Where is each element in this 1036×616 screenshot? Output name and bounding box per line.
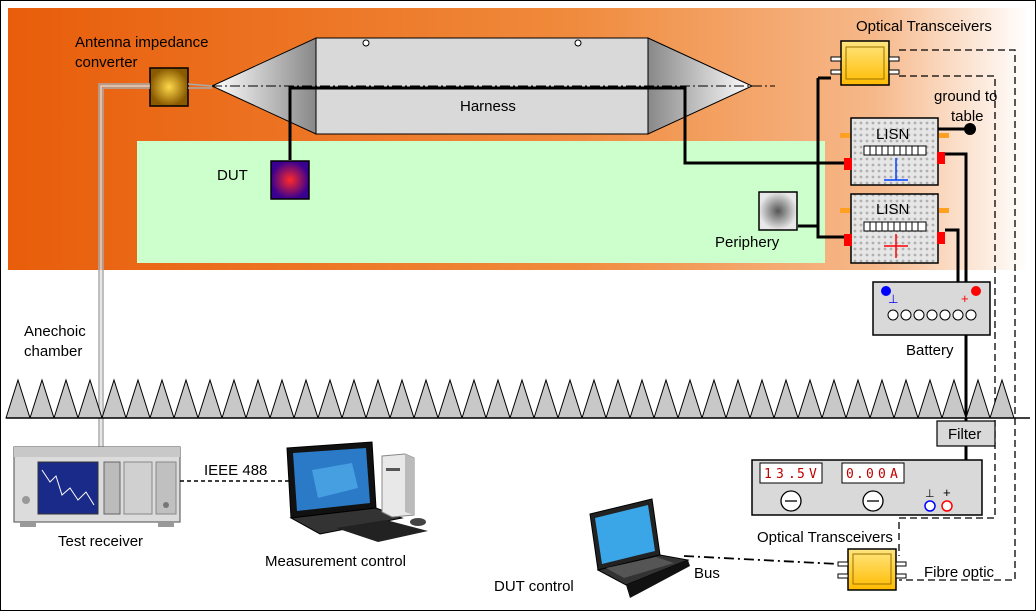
bus-label: Bus <box>694 565 720 582</box>
measurement-control-label: Measurement control <box>265 553 406 570</box>
periphery-label: Periphery <box>715 234 780 251</box>
lisn-2-label: LISN <box>876 201 909 218</box>
anechoic-label-1: Anechoic <box>24 323 86 340</box>
lisn1-battery-cable <box>945 152 968 283</box>
battery-plus: + <box>961 291 969 306</box>
harness-cable <box>288 86 845 165</box>
optical-transceivers-bottom-label: Optical Transceivers <box>757 529 893 546</box>
psu-v-digit-4: 5 <box>797 467 805 482</box>
desktop-pc-icon <box>381 453 415 518</box>
ground-table <box>137 141 825 263</box>
ground-to-table-label-1: ground to <box>934 88 997 105</box>
battery-label: Battery <box>906 342 954 359</box>
psu-v-digit-1: 1 <box>764 467 772 482</box>
antenna-converter-label-2: converter <box>75 54 138 71</box>
ground-point-icon <box>964 123 976 135</box>
filter-label: Filter <box>948 426 981 443</box>
psu-plus: + <box>943 485 951 500</box>
ieee488-label: IEEE 488 <box>204 462 267 479</box>
filter-icon <box>936 420 996 447</box>
fibre-optic-outer <box>899 49 1016 581</box>
psu-a-digit-4: 0 <box>878 467 886 482</box>
lisn2-battery-cable <box>945 228 960 283</box>
periphery-box-icon <box>758 191 798 231</box>
psu-a-unit: A <box>890 467 898 482</box>
dut-box-icon <box>270 160 310 200</box>
optical-transceiver-bottom-icon <box>837 548 907 591</box>
anechoic-label-2: chamber <box>24 343 82 360</box>
psu-a-digit-1: 0 <box>846 467 854 482</box>
absorber-row <box>5 378 1030 419</box>
psu-v-digit-2: 3 <box>776 467 784 482</box>
optical-transceiver-top-icon <box>830 40 900 86</box>
battery-minus: ⊥ <box>888 292 898 306</box>
lisn-1-icon <box>840 117 949 186</box>
test-receiver-icon <box>13 446 181 527</box>
dut-laptop-icon <box>589 498 690 598</box>
optical-transceivers-top-label: Optical Transceivers <box>856 18 992 35</box>
antenna-converter-icon <box>149 67 189 107</box>
dut-label: DUT <box>217 167 248 184</box>
fibre-optic-label: Fibre optic <box>924 564 995 581</box>
lisn-2-icon <box>840 193 949 264</box>
harness-label: Harness <box>460 98 516 115</box>
periphery-cable <box>816 78 845 239</box>
test-receiver-label: Test receiver <box>58 533 143 550</box>
battery-icon <box>872 281 991 336</box>
laptop-icon <box>286 441 428 542</box>
power-supply-icon <box>751 459 983 516</box>
ground-to-table-label-2: table <box>951 108 984 125</box>
psu-a-digit-3: 0 <box>866 467 874 482</box>
antenna-converter-label-1: Antenna impedance <box>75 34 208 51</box>
psu-v-unit: V <box>809 467 817 482</box>
psu-voltage-display: 1 3 . 5 V <box>764 467 817 482</box>
psu-v-digit-3: . <box>788 467 796 482</box>
psu-a-digit-2: . <box>856 467 864 482</box>
coax-cable <box>98 83 213 447</box>
psu-current-display: 0 . 0 0 A <box>846 467 898 482</box>
psu-minus: ⊥ <box>925 488 935 500</box>
dut-control-label: DUT control <box>494 578 574 595</box>
lisn-1-label: LISN <box>876 126 909 143</box>
bus-line <box>683 555 839 565</box>
